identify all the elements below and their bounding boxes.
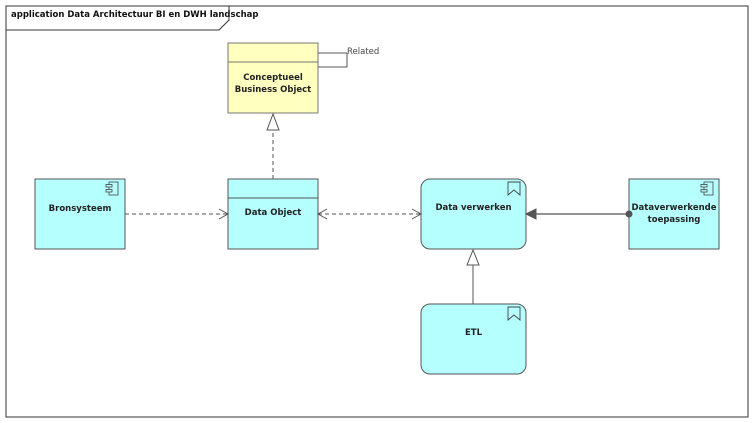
- flow-bronsysteem-to-data-object[interactable]: [125, 208, 230, 220]
- access-data-object-data-verwerken[interactable]: [316, 208, 423, 220]
- dataverwerkende-label-line2: toepassing: [647, 215, 701, 225]
- diagram-title: application Data Architectuur BI en DWH …: [11, 10, 259, 20]
- frame-title-tab: [5, 5, 230, 31]
- etl-node[interactable]: [420, 303, 527, 375]
- specialization-etl-to-data-verwerken[interactable]: [466, 248, 480, 304]
- bronsysteem-label: Bronsysteem: [48, 204, 112, 214]
- component-icon: [105, 181, 119, 196]
- related-note-bracket: [318, 53, 348, 68]
- dataverwerkende-label: Dataverwerkende toepassing: [629, 202, 719, 226]
- process-icon: [507, 181, 521, 196]
- dataverwerkende-label-line1: Dataverwerkende: [631, 203, 717, 213]
- business-object-label-line1: Conceptueel: [243, 73, 303, 83]
- realization-data-object-to-business-object[interactable]: [266, 112, 280, 179]
- data-verwerken-label: Data verwerken: [435, 203, 512, 213]
- business-object-label: Conceptueel Business Object: [228, 72, 318, 96]
- process-icon: [507, 306, 521, 321]
- data-object-label: Data Object: [244, 208, 302, 218]
- diagram-frame: [5, 5, 749, 418]
- etl-label: ETL: [464, 328, 483, 338]
- data-verwerken-node[interactable]: [420, 178, 527, 250]
- component-icon: [700, 181, 714, 196]
- related-note: Related: [347, 47, 380, 57]
- business-object-label-line2: Business Object: [234, 85, 312, 95]
- assignment-toepassing-to-data-verwerken[interactable]: [524, 208, 633, 220]
- data-object-node[interactable]: [227, 178, 319, 250]
